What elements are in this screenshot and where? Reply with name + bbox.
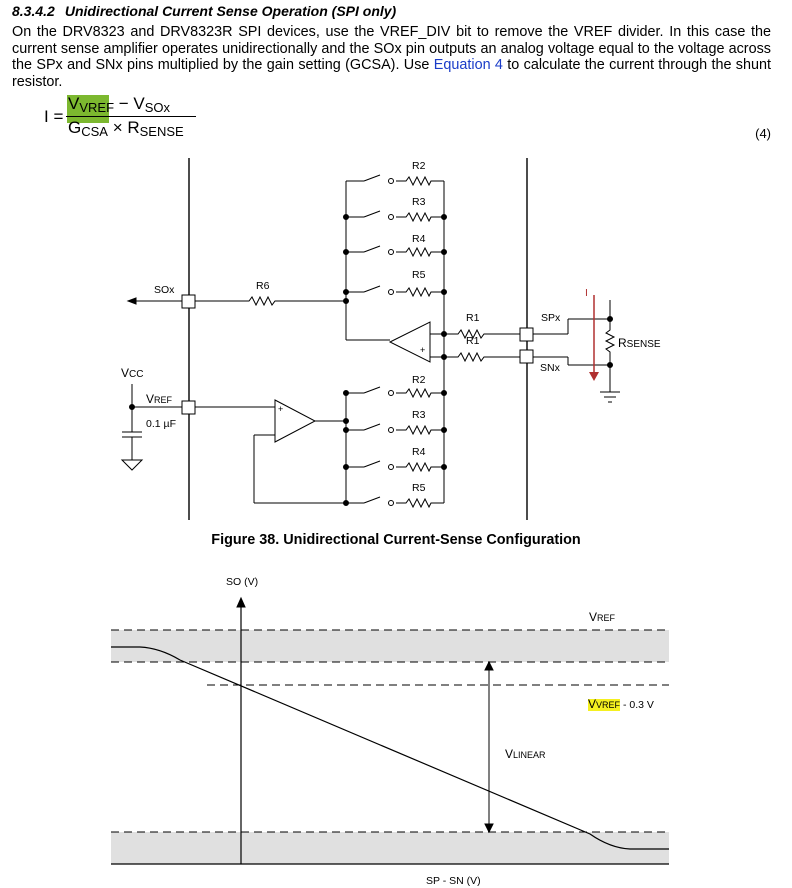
label-r2-top: R2	[412, 160, 426, 172]
x-axis-label: SP - SN (V)	[426, 875, 481, 887]
label-r3-top: R3	[412, 196, 426, 208]
section-heading: 8.3.4.2 Unidirectional Current Sense Oper…	[12, 3, 396, 19]
paragraph-text-end: to calculate the current through the shu…	[12, 57, 772, 90]
top-switch-ladder	[343, 174, 447, 357]
label-r2-bot: R2	[412, 374, 426, 386]
equation-4-link[interactable]: Equation 4	[433, 57, 503, 74]
paragraph-text: On the DRV8323 and DRV8323R SPI devices,…	[12, 24, 771, 74]
label-r6: R6	[256, 280, 270, 292]
label-r4-bot: R4	[412, 446, 426, 458]
label-cap: 0.1 µF	[146, 418, 176, 430]
label-vref-level: VREF	[589, 610, 616, 624]
label-spx: SPx	[541, 312, 561, 324]
label-sox: SOx	[154, 284, 175, 296]
label-vref: VREF	[146, 392, 173, 406]
label-r5-bot: R5	[412, 482, 426, 494]
label-rsense: RSENSE	[618, 336, 661, 350]
label-r1-a: R1	[466, 312, 480, 324]
label-r4-top: R4	[412, 233, 426, 245]
label-plus-top: +	[420, 345, 426, 355]
label-r3-bot: R3	[412, 409, 426, 421]
equation-denominator: GCSA × RSENSE	[68, 118, 184, 139]
label-r1-b: R1	[466, 335, 480, 347]
label-vcc: VCC	[121, 366, 144, 380]
label-vlinear: VLINEAR	[505, 747, 546, 761]
label-r5-top: R5	[412, 269, 426, 281]
equation-4: I = VVREF − VSOx GCSA × RSENSE	[44, 94, 204, 140]
label-snx: SNx	[540, 362, 560, 374]
equation-numerator: VVREF − VSOx	[68, 94, 171, 115]
label-current-i: I	[585, 287, 588, 299]
equation-lhs: I =	[44, 107, 64, 126]
circuit-labels: R2 R3 R4 R5 R6 SOx R1 R1 SPx SNx I RSENS…	[121, 160, 661, 494]
circuit-diagram	[120, 158, 620, 520]
section-title: Unidirectional Current Sense Operation (…	[64, 3, 397, 19]
equation-number: (4)	[755, 126, 771, 141]
label-plus-bottom: +	[278, 404, 284, 414]
bottom-switch-ladder	[343, 357, 447, 509]
section-number: 8.3.4.2	[12, 3, 55, 19]
y-axis-label: SO (V)	[226, 576, 259, 588]
equation-highlight	[67, 95, 109, 123]
label-vref-minus: VVREF - 0.3 V	[588, 697, 654, 711]
fraction-bar	[66, 116, 196, 117]
figure-caption: Figure 38. Unidirectional Current-Sense …	[211, 532, 581, 548]
body-paragraph: On the DRV8323 and DRV8323R SPI devices,…	[12, 24, 771, 90]
